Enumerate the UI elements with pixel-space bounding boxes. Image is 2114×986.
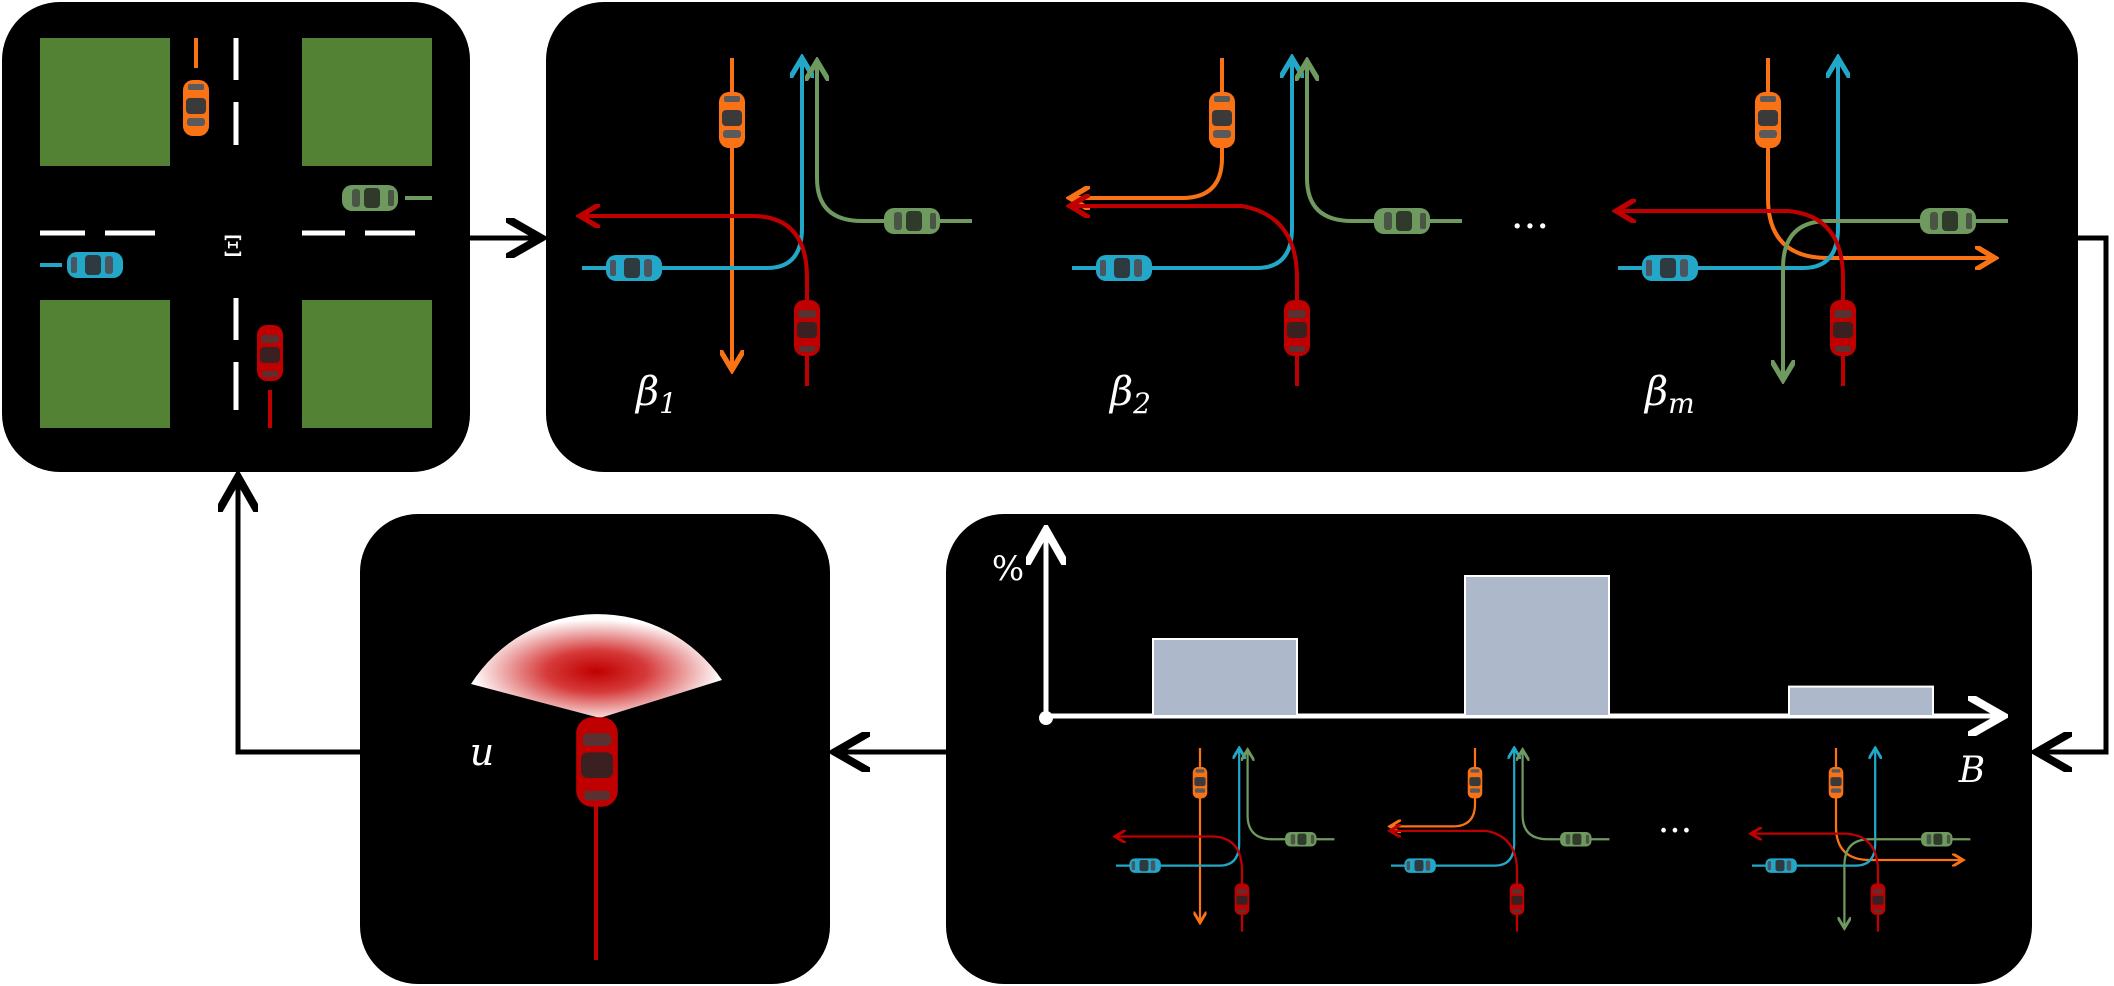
car-green-icon	[342, 185, 398, 211]
control-panel: u	[360, 514, 830, 984]
grass-block-tr	[302, 38, 432, 166]
car-cyan-icon	[67, 252, 123, 278]
axis-origin	[1039, 711, 1053, 725]
bar-group	[1152, 575, 1934, 717]
beta-1-label: β1	[634, 369, 677, 420]
connectors	[238, 235, 2109, 755]
bar-1	[1152, 638, 1298, 717]
beta-m-label: βm	[1643, 369, 1695, 420]
car-orange-icon	[183, 80, 209, 136]
grass-block-br	[302, 300, 432, 428]
arrow-control-to-state	[238, 482, 360, 755]
belief-panel: % B ···	[946, 514, 2032, 984]
beta-2-label: β2	[1108, 369, 1151, 420]
hypotheses-panel: β1 β2 βm ···	[546, 2, 2078, 472]
bar-2	[1464, 575, 1610, 717]
state-panel: Ξ	[2, 2, 470, 472]
x-axis-label: B	[1958, 750, 1985, 791]
car-red-icon	[257, 325, 283, 381]
lane-markings	[40, 38, 415, 410]
state-label: Ξ	[223, 230, 243, 263]
grass-block-tl	[40, 38, 170, 166]
y-axis-label: %	[992, 549, 1024, 589]
grass-block-bl	[40, 300, 170, 428]
sensor-cone-icon	[471, 614, 722, 718]
arrow-hypotheses-to-belief	[2042, 235, 2109, 752]
ellipsis-top: ···	[1511, 204, 1549, 250]
bar-3	[1788, 685, 1934, 717]
control-label: u	[470, 730, 494, 774]
ellipsis-bottom: ···	[1658, 811, 1692, 852]
ego-car-icon	[576, 717, 618, 807]
